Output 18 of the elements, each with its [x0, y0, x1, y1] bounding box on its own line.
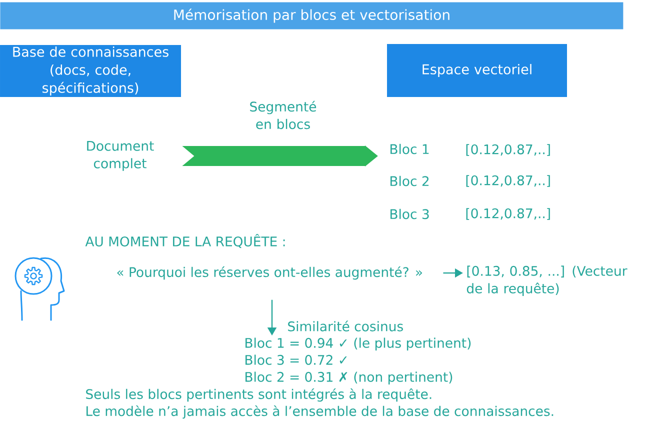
vector-values: [0.12,0.87,..]	[466, 208, 550, 220]
section-heading: AU MOMENT DE LA REQUÊTE :	[85, 234, 285, 248]
vector-text: [0.13, 0.85, ...] (Vecteur de la requête)	[466, 266, 628, 296]
note-text: Le modèle n’a jamais accès à l’ensemble de la base de connaissances.	[86, 405, 554, 419]
text-label: Document complet	[87, 141, 154, 171]
query-text: « Pourquoi les réserves ont-elles augmenté? »	[117, 266, 422, 280]
block-label: Bloc 2	[390, 176, 429, 186]
edge-label: Similarité cosinus	[288, 320, 403, 332]
header-box: Base de connaissances (docs, code, spécifications)	[0, 45, 181, 97]
score-list: Bloc 1 = 0.94 ✓ (le plus pertinent) Bloc 3 = 0.72 ✓ Bloc 2 = 0.31 ✗ (non pertinent)	[246, 338, 471, 384]
vector-values: [0.12,0.87,..]	[466, 175, 550, 187]
vector-values: [0.12,0.87,..]	[466, 144, 550, 156]
note-text: Seuls les blocs pertinents sont intégrés à la requête.	[86, 388, 432, 402]
header-box: Espace vectoriel	[387, 44, 567, 97]
block-label: Bloc 3	[390, 208, 429, 220]
title-band: Mémorisation par blocs et vectorisation	[0, 2, 624, 30]
edge-label: Segmenté en blocs	[250, 100, 316, 130]
block-label: Bloc 1	[390, 144, 429, 154]
